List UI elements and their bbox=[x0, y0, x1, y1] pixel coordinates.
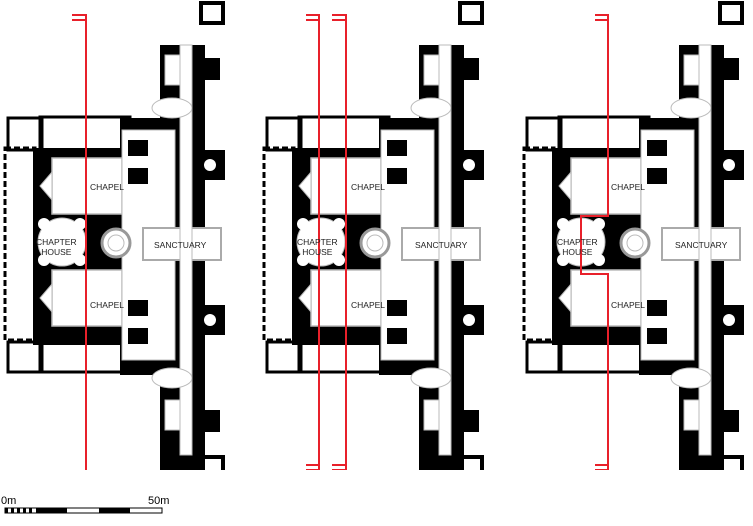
label-chapel-top: CHAPEL bbox=[351, 182, 386, 192]
label-chapel-bottom: CHAPEL bbox=[90, 300, 125, 310]
label-sanctuary: SANCTUARY bbox=[675, 240, 728, 250]
label-sanctuary: SANCTUARY bbox=[415, 240, 468, 250]
label-chapel-bottom: CHAPEL bbox=[351, 300, 386, 310]
section-line bbox=[72, 14, 87, 470]
section-lines bbox=[306, 14, 347, 470]
scale-start-label: 0m bbox=[1, 495, 17, 507]
label-chapel-top: CHAPEL bbox=[611, 182, 646, 192]
label-chapel-bottom: CHAPEL bbox=[611, 300, 646, 310]
label-chapel-top: CHAPEL bbox=[90, 182, 125, 192]
label-sanctuary: SANCTUARY bbox=[154, 240, 207, 250]
plan-drawing bbox=[3, 1, 225, 470]
scale-bar bbox=[4, 507, 163, 514]
scale-end-label: 50m bbox=[148, 495, 170, 507]
stepped-section-line bbox=[580, 14, 609, 470]
